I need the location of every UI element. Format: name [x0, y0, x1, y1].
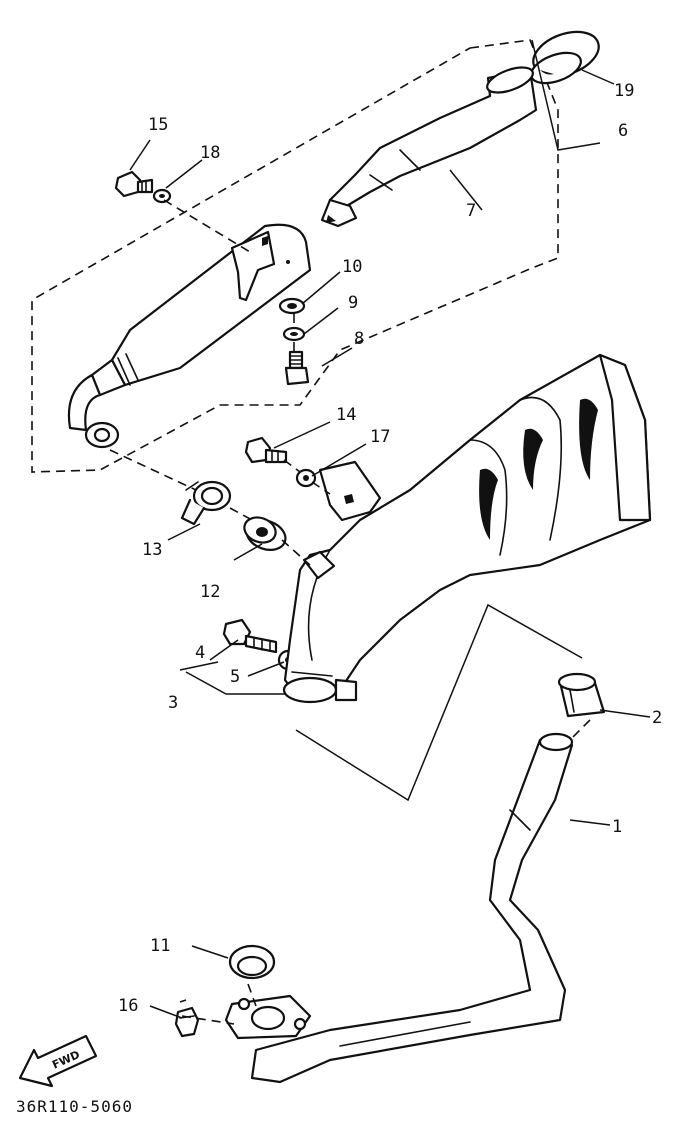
flange-part	[224, 994, 312, 1040]
callout-19: 19	[614, 81, 634, 101]
collar-9-part	[282, 326, 306, 342]
callout-15: 15	[148, 115, 168, 135]
callout-11: 11	[150, 936, 170, 956]
callout-7: 7	[466, 201, 476, 221]
callout-2: 2	[652, 708, 662, 728]
exhaust-pipe-part	[250, 732, 574, 1084]
callout-leaders	[129, 69, 651, 1019]
assembly-lines	[109, 199, 591, 1025]
callout-6: 6	[618, 121, 628, 141]
callout-16: 16	[118, 996, 138, 1016]
callout-12: 12	[200, 582, 220, 602]
grommet-10-part	[278, 297, 306, 315]
clamp-13-part	[180, 480, 232, 526]
callout-18: 18	[200, 143, 220, 163]
callout-1: 1	[612, 817, 622, 837]
gasket-12-part	[243, 516, 287, 551]
bracket-lines	[179, 39, 601, 1003]
bolt-4-part	[222, 618, 278, 654]
callout-4: 4	[195, 643, 205, 663]
gasket-2-part	[557, 672, 606, 718]
callout-10: 10	[342, 257, 362, 277]
callout-9: 9	[348, 293, 358, 313]
forward-direction-arrow: FWD	[18, 1034, 98, 1088]
callout-3: 3	[168, 693, 178, 713]
washer-18-part	[152, 188, 172, 204]
callout-14: 14	[336, 405, 356, 425]
muffler-lower-part	[282, 353, 652, 704]
callout-5: 5	[230, 667, 240, 687]
bolt-16-part	[174, 1006, 200, 1038]
end-cap-part	[530, 30, 600, 85]
callout-13: 13	[142, 540, 162, 560]
gasket-11-part	[228, 944, 276, 980]
diagram-code: 36R110-5060	[16, 1097, 133, 1116]
callout-labels: 1 2 3 4 5 6 7 8 9 10 11 12 13 14 15 16 1…	[118, 81, 662, 1016]
callout-17: 17	[370, 427, 390, 447]
washer-17-part	[295, 468, 317, 488]
tail-pipe-part	[320, 66, 538, 228]
bolt-8-part	[284, 350, 310, 386]
bolt-15-part	[114, 170, 154, 198]
bolt-14-part	[244, 436, 288, 464]
assembly-6-dashed-boundary	[31, 39, 559, 473]
muffler-upper-part	[67, 223, 312, 449]
callout-8: 8	[354, 329, 364, 349]
